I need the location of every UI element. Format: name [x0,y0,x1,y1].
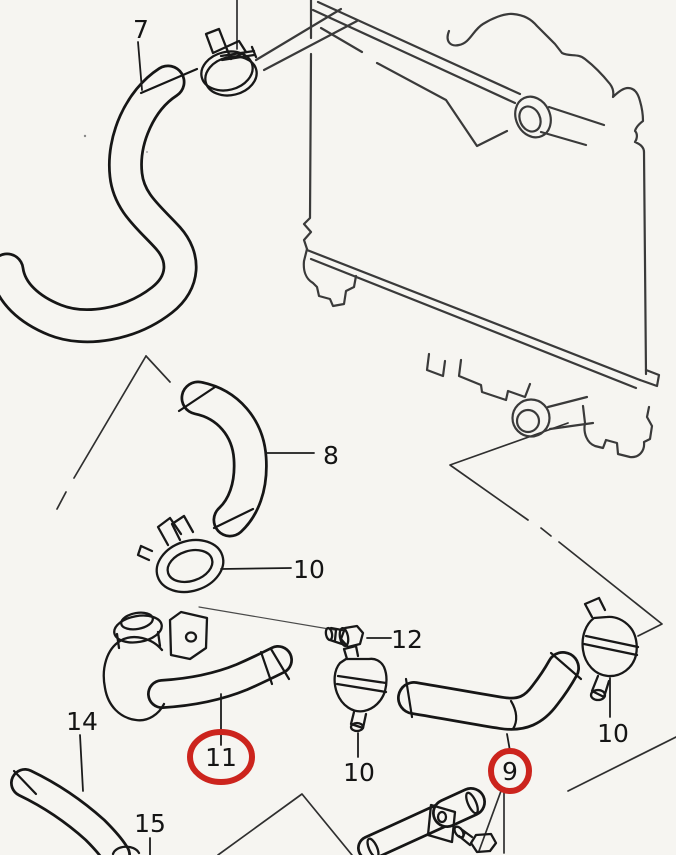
callout-15: 15 [134,809,166,855]
hose-7-drawing [0,64,199,344]
svg-text:15: 15 [134,809,166,838]
pipe-11-drawing [102,606,336,722]
radiator-outlet-hole [515,408,541,434]
callout-11-highlighted: 11 [187,693,255,785]
svg-text:8: 8 [323,441,339,470]
svg-text:12: 12 [391,625,423,654]
callout-10-left: 10 [220,555,325,584]
hose-clamp-top [200,27,258,97]
callout-10-right: 10 [597,677,629,748]
callout-7: 7 [133,15,149,91]
callout-12: 12 [366,625,423,654]
radiator-filler-hole [518,105,542,133]
svg-text:10: 10 [293,555,325,584]
svg-text:10: 10 [597,719,629,748]
clamp-10-left-drawing [136,514,225,594]
svg-text:14: 14 [66,707,98,736]
callout-8: 8 [265,441,339,470]
svg-text:9: 9 [502,757,518,786]
radiator [302,0,661,459]
highlight-circle-11 [187,729,255,785]
water-pipe-15-drawing [357,787,498,855]
scan-speck [83,134,87,138]
radiator-filler-neck [514,95,552,139]
svg-text:11: 11 [205,743,237,772]
highlight-circle-9 [488,748,532,794]
engine-pipe-stub [254,7,359,72]
leader-arrowhead [591,0,615,15]
radiator-outlet-ring [511,398,551,438]
hose-9-drawing [397,651,583,731]
callouts: 7 8 10 12 11 10 9 [66,15,629,855]
svg-text:7: 7 [133,15,149,44]
clamp-10-mid-drawing [333,644,388,733]
scan-speck [146,151,148,153]
bolt-12-drawing [324,624,365,649]
svg-text:10: 10 [343,758,375,787]
hose-14-drawing [10,768,141,855]
callout-14: 14 [66,707,98,792]
hose-8-drawing [177,380,268,538]
clamp-10-right-drawing [581,596,640,702]
callout-9-highlighted: 9 [488,733,532,794]
callout-10-mid: 10 [343,732,375,787]
